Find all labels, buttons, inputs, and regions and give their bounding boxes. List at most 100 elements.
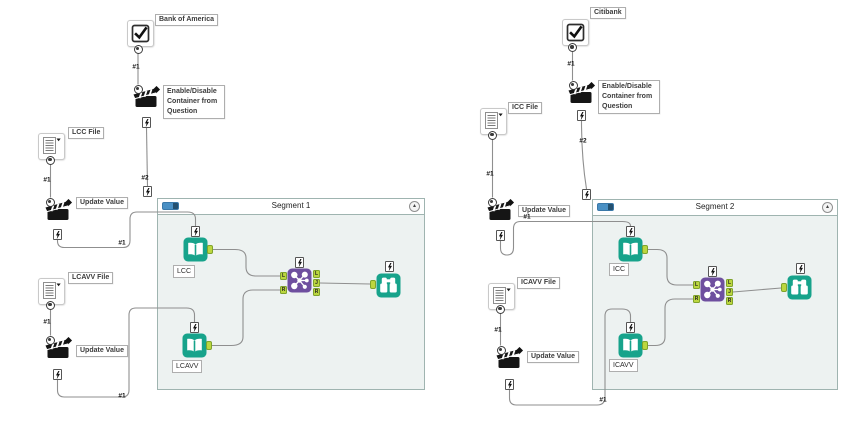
lightning-anchor-icon[interactable] [53,369,62,380]
lightning-anchor-icon[interactable] [143,186,152,197]
annotation-enable-disable[interactable]: Enable/Disable Container from Question [163,85,225,119]
connection-label: #2 [141,174,149,182]
caret-up-icon: ▴ [412,203,416,209]
container-header-segment-1[interactable]: Segment 1 ▴ [158,199,424,215]
input-anchor-right[interactable]: R [693,295,700,303]
container-toggle-icon[interactable] [162,202,179,210]
collapse-button[interactable]: ▴ [409,201,420,212]
wire-right-action-to-container[interactable] [580,120,588,190]
annotation-lcc-file[interactable]: LCC File [68,127,105,139]
annotation-icavv-file[interactable]: ICAVV File [517,277,560,289]
wire-update-to-lcc-book[interactable] [56,211,197,249]
question-anchor[interactable] [46,300,55,310]
question-anchor[interactable] [568,43,577,52]
wire-update-to-icc-book[interactable] [499,220,632,256]
question-anchor[interactable] [45,335,55,345]
browse-tool-left[interactable] [376,273,401,298]
tool-label-lcc[interactable]: LCC [173,265,196,278]
checkbox-icon [131,24,150,43]
output-anchor[interactable] [207,245,213,254]
output-anchor[interactable] [642,341,648,350]
wire-icc-book-to-join[interactable] [648,248,693,286]
lightning-anchor-icon[interactable] [142,117,151,128]
input-anchor-left[interactable]: L [693,281,700,289]
checkbox-tool-citibank[interactable] [562,19,589,46]
lightning-anchor-icon[interactable] [796,263,805,274]
question-anchor[interactable] [133,84,143,94]
output-anchor-left[interactable]: L [726,279,733,287]
macro-input-tool-lcavv[interactable] [182,333,207,358]
question-anchor[interactable] [133,44,143,54]
tool-label-icc[interactable]: ICC [609,263,630,276]
output-anchor-join[interactable]: J [313,279,320,287]
lightning-anchor-icon[interactable] [53,229,62,240]
question-anchor[interactable] [45,197,55,207]
browse-tool-right[interactable] [787,275,812,300]
lightning-anchor-icon[interactable] [191,226,200,237]
input-anchor-left[interactable]: L [280,272,287,280]
question-anchor[interactable] [487,197,497,207]
output-anchor[interactable] [206,341,212,350]
wire-update-to-lcavv-book[interactable] [56,307,196,398]
macro-input-tool-lcc[interactable] [183,237,208,262]
question-anchor[interactable] [496,304,505,314]
binoculars-icon [787,275,812,300]
lightning-anchor-icon[interactable] [626,226,635,237]
lightning-anchor-icon[interactable] [385,261,394,272]
output-anchor-right[interactable]: R [313,288,320,296]
container-header-segment-2[interactable]: Segment 2 ▴ [593,200,837,216]
annotation-update-value[interactable]: Update Value [527,351,579,363]
wire-lcavv-book-to-join[interactable] [212,289,280,347]
lightning-anchor-icon[interactable] [708,266,717,277]
output-anchor[interactable] [642,245,648,254]
question-anchor[interactable] [496,345,506,355]
wire-join-to-browse-left[interactable] [319,282,371,285]
output-anchor-left[interactable]: L [313,270,320,278]
wire-join-to-browse-right[interactable] [732,287,782,293]
connection-label: #1 [523,213,531,221]
tool-label-lcavv[interactable]: LCAVV [172,360,203,373]
container-toggle-icon[interactable] [597,203,614,211]
input-anchor-right[interactable]: R [280,286,287,294]
annotation-lcavv-file[interactable]: LCAVV File [68,272,114,284]
wire-left-action-to-container[interactable] [145,127,149,187]
join-tool-left[interactable] [287,268,312,293]
checkbox-tool-bank-of-america[interactable] [127,20,154,47]
annotation-update-value[interactable]: Update Value [76,345,128,357]
connection-label: #2 [579,137,587,145]
lightning-anchor-icon[interactable] [505,379,514,390]
collapse-button[interactable]: ▴ [822,202,833,213]
connection-label: #1 [43,318,51,326]
lightning-anchor-icon[interactable] [577,110,586,121]
wire-lcc-book-to-join[interactable] [213,248,280,277]
caret-up-icon: ▴ [825,204,829,210]
wire-update-to-icavv-book[interactable] [508,308,632,406]
lightning-anchor-icon[interactable] [626,322,635,333]
input-anchor[interactable] [370,280,376,289]
macro-input-tool-icavv[interactable] [618,333,643,358]
annotation-bank-of-america[interactable]: Bank of America [155,14,218,26]
question-anchor[interactable] [568,80,578,90]
wire-icavv-book-to-join[interactable] [648,298,693,347]
join-tool-right[interactable] [700,277,725,302]
annotation-update-value[interactable]: Update Value [518,205,570,217]
macro-input-tool-icc[interactable] [618,237,643,262]
question-anchor[interactable] [488,130,497,140]
question-anchor[interactable] [46,155,55,165]
output-anchor-join[interactable]: J [726,288,733,296]
annotation-enable-disable[interactable]: Enable/Disable Container from Question [598,80,660,114]
checkbox-icon [566,23,585,42]
lightning-anchor-icon[interactable] [496,230,505,241]
lightning-anchor-icon[interactable] [295,257,304,268]
input-anchor[interactable] [781,283,787,292]
annotation-citibank[interactable]: Citibank [590,7,626,19]
lightning-anchor-icon[interactable] [582,189,591,200]
annotation-icc-file[interactable]: ICC File [508,102,543,114]
join-icon [700,277,725,302]
annotation-update-value[interactable]: Update Value [76,197,128,209]
lightning-anchor-icon[interactable] [190,322,199,333]
output-anchor-right[interactable]: R [726,297,733,305]
connection-label: #1 [567,60,575,68]
tool-label-icavv[interactable]: ICAVV [609,359,638,372]
